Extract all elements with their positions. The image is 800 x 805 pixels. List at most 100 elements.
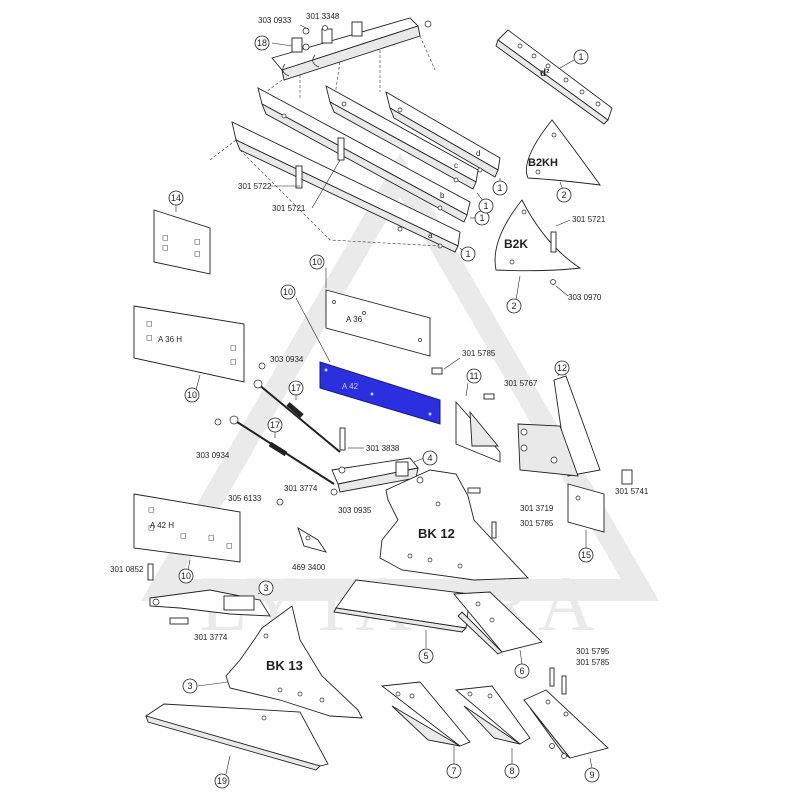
callout-18: 18 bbox=[257, 38, 267, 48]
svg-text:◻: ◻ bbox=[194, 249, 201, 258]
blade-label-a: a bbox=[428, 231, 433, 240]
callout-17-b: 17 bbox=[270, 420, 280, 430]
callout-circle-11 bbox=[466, 368, 482, 384]
blade-d2: d² bbox=[495, 29, 613, 125]
callout-circle-17-b bbox=[267, 417, 283, 433]
share-5 bbox=[333, 579, 471, 633]
part-number-303-0970: 303 0970 bbox=[568, 293, 602, 302]
frog-bk13: BK 13 bbox=[225, 605, 363, 719]
part-number-301-5767: 301 5767 bbox=[504, 379, 538, 388]
blade-label-c: c bbox=[454, 161, 458, 170]
callout-circle-6 bbox=[514, 663, 530, 679]
part-number-301-5721-top: 301 5721 bbox=[272, 204, 306, 213]
share-label-b2kh: B2KH bbox=[528, 157, 558, 169]
callout-circle-3-a bbox=[258, 580, 274, 596]
part-number-301-5722: 301 5722 bbox=[238, 182, 272, 191]
bracket-18 bbox=[271, 17, 432, 81]
callout-circle-12 bbox=[554, 360, 570, 376]
blade-d: d bbox=[385, 91, 501, 178]
share-b2kh: B2KH bbox=[525, 119, 601, 186]
bolt-301-3719 bbox=[467, 487, 481, 494]
svg-text:◻: ◻ bbox=[208, 533, 215, 542]
svg-text:◻: ◻ bbox=[148, 523, 155, 532]
callout-circle-19 bbox=[214, 773, 230, 789]
callout-10-b: 10 bbox=[187, 390, 197, 400]
callout-2-b: 2 bbox=[511, 301, 516, 311]
callout-3-b: 3 bbox=[187, 681, 192, 691]
plate-label-a42: A 42 bbox=[342, 382, 359, 391]
point-8 bbox=[454, 685, 531, 745]
bolt-301-5767 bbox=[483, 393, 495, 400]
rod-17-lower bbox=[229, 415, 335, 485]
callout-circle-1-e bbox=[573, 49, 589, 65]
callout-circle-4 bbox=[422, 450, 438, 466]
share-b2k: B2K bbox=[494, 199, 582, 272]
callout-10-d: 10 bbox=[181, 571, 191, 581]
plate-label-a36: A 36 bbox=[346, 315, 363, 324]
blade-label-d: d bbox=[476, 149, 480, 158]
screw-303-0933 bbox=[302, 27, 310, 35]
callout-14: 14 bbox=[171, 193, 181, 203]
part-number-301-5741: 301 5741 bbox=[615, 487, 649, 496]
frog-label-bk13: BK 13 bbox=[266, 658, 303, 673]
part-number-301-3719: 301 3719 bbox=[520, 504, 554, 513]
bolt-301-5741 bbox=[621, 469, 633, 485]
callout-4: 4 bbox=[427, 453, 432, 463]
callout-1-a: 1 bbox=[465, 249, 470, 259]
callout-circle-9 bbox=[584, 767, 600, 783]
point-7 bbox=[380, 681, 471, 747]
callout-9: 9 bbox=[589, 770, 594, 780]
callout-5: 5 bbox=[423, 651, 428, 661]
part-number-301-0852: 301 0852 bbox=[110, 565, 144, 574]
svg-text:◻: ◻ bbox=[226, 541, 233, 550]
callout-circle-10-d bbox=[178, 568, 194, 584]
callout-7: 7 bbox=[451, 766, 456, 776]
bolt-301-5785-b bbox=[491, 521, 497, 539]
callout-circle-8 bbox=[504, 763, 520, 779]
callout-circle-10-a bbox=[309, 254, 325, 270]
bolt-301-3838 bbox=[339, 427, 346, 451]
callout-circle-15 bbox=[578, 547, 594, 563]
plate-label-a42h: A 42 H bbox=[150, 521, 174, 530]
blade-c: c bbox=[325, 85, 479, 190]
plate-a36h: ◻◻ ◻◻ A 36 H bbox=[133, 305, 245, 383]
part-number-303-0934-a: 303 0934 bbox=[270, 355, 304, 364]
callout-circle-1-a bbox=[460, 246, 476, 262]
callout-circle-10-b bbox=[184, 387, 200, 403]
nut-303-0970 bbox=[550, 279, 556, 285]
bolt-301-5795 bbox=[549, 667, 555, 687]
part-number-301-3838: 301 3838 bbox=[366, 444, 400, 453]
bracket-4 bbox=[331, 457, 419, 493]
part-number-303-0935: 303 0935 bbox=[338, 506, 372, 515]
part-number-303-0933: 303 0933 bbox=[258, 16, 292, 25]
callout-1-b: 1 bbox=[479, 213, 484, 223]
frog-label-bk12: BK 12 bbox=[418, 526, 455, 541]
plate-15 bbox=[567, 483, 605, 533]
plate-a42-highlighted[interactable]: A 42 bbox=[319, 361, 441, 425]
callout-1-e: 1 bbox=[578, 52, 583, 62]
bolt-301-5785-a bbox=[431, 367, 443, 375]
callout-circle-2-b bbox=[506, 298, 522, 314]
washer-303-0935 bbox=[330, 488, 338, 496]
callout-12: 12 bbox=[557, 363, 567, 373]
screw-301-0852 bbox=[147, 563, 154, 581]
callout-8: 8 bbox=[509, 766, 514, 776]
rod-17-upper bbox=[253, 379, 341, 453]
callout-circle-17-a bbox=[288, 380, 304, 396]
part-number-301-5785-c: 301 5785 bbox=[576, 658, 610, 667]
washer-303-0934-a bbox=[258, 362, 266, 370]
svg-text:◻: ◻ bbox=[162, 233, 169, 242]
bolt-301-5721-b2k bbox=[550, 231, 557, 253]
callout-10-a: 10 bbox=[312, 257, 322, 267]
bolt-301-5722 bbox=[295, 165, 303, 189]
callout-15: 15 bbox=[581, 550, 591, 560]
blade-a: a bbox=[231, 121, 461, 253]
svg-text:◻: ◻ bbox=[146, 319, 153, 328]
part-number-301-3348: 301 3348 bbox=[306, 12, 340, 21]
part-number-305-6133: 305 6133 bbox=[228, 494, 262, 503]
callout-circle-18 bbox=[254, 35, 270, 51]
callout-1-c: 1 bbox=[483, 201, 488, 211]
share-label-b2k: B2K bbox=[504, 237, 528, 251]
screw-301-3348 bbox=[322, 25, 328, 31]
